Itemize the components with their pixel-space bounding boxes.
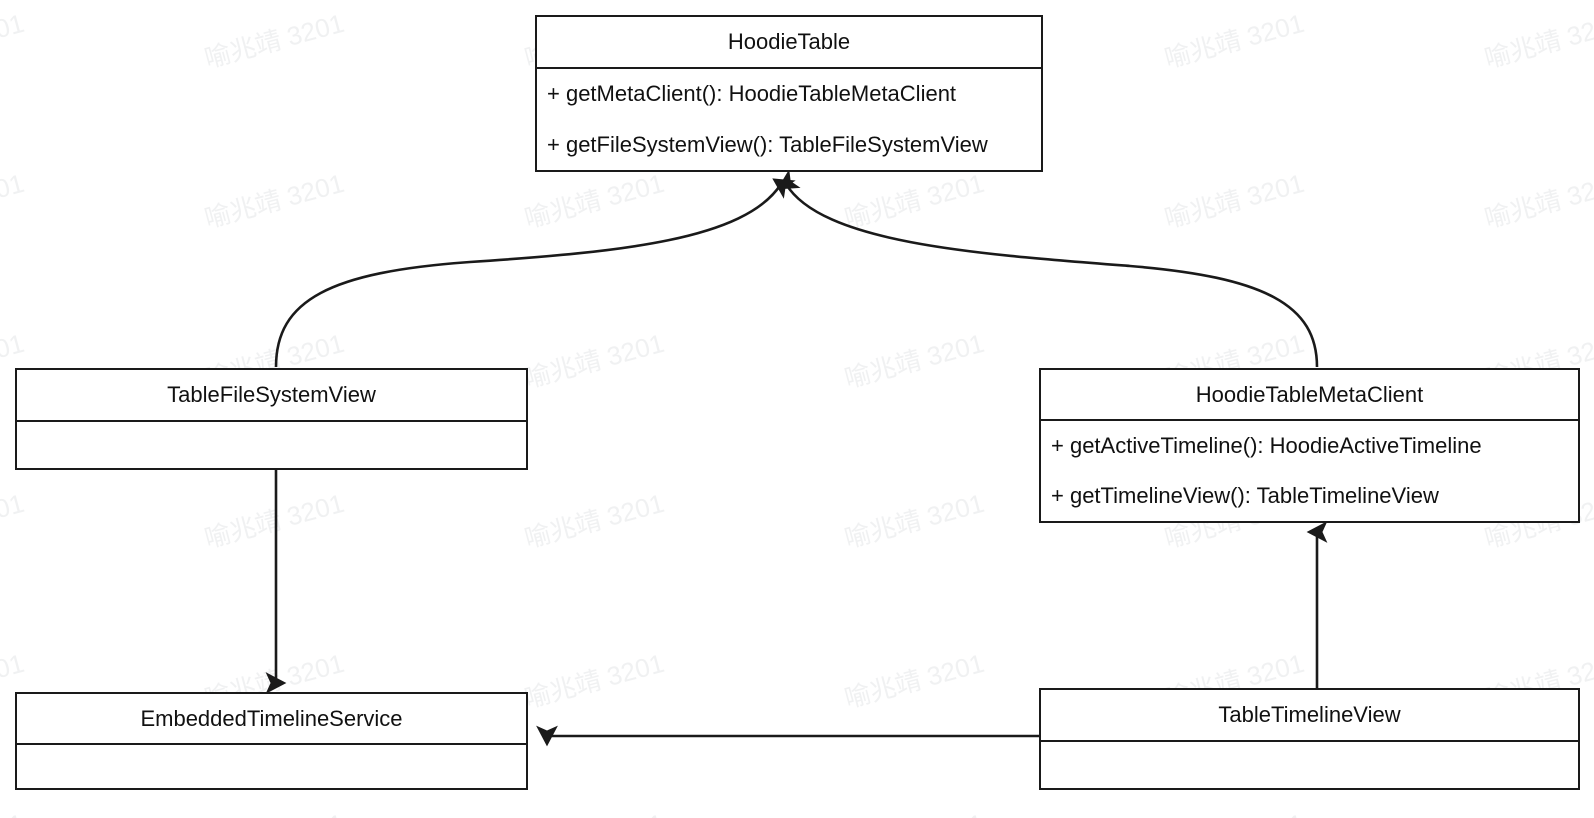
watermark-text: 喻兆靖 3201 [520, 803, 668, 818]
class-name-table-timeline-view: TableTimelineView [1041, 690, 1578, 742]
class-name-hoodie-table-meta-client: HoodieTableMetaClient [1041, 370, 1578, 421]
watermark-text: 喻兆靖 3201 [200, 803, 348, 818]
watermark-text: 喻兆靖 3201 [521, 167, 668, 234]
class-members-hoodie-table: + getMetaClient(): HoodieTableMetaClient… [537, 69, 1041, 170]
watermark-text: 喻兆靖 3201 [1480, 803, 1594, 818]
watermark-text: 喻兆靖 3201 [1161, 167, 1308, 234]
edge-hoodietablemetaclient-to-hoodietable [777, 169, 1319, 368]
watermark-text: 喻兆靖 3201 [1481, 7, 1594, 74]
class-name-embedded-timeline-service: EmbeddedTimelineService [17, 694, 526, 745]
class-box-hoodie-table[interactable]: HoodieTable+ getMetaClient(): HoodieTabl… [535, 15, 1043, 172]
class-name-hoodie-table: HoodieTable [537, 17, 1041, 69]
class-name-table-file-system-view: TableFileSystemView [17, 370, 526, 422]
class-member: + getTimelineView(): TableTimelineView [1051, 483, 1439, 508]
class-members-embedded-timeline-service [17, 745, 526, 788]
class-members-table-timeline-view [1041, 742, 1578, 788]
watermark-text: 喻兆靖 3201 [1161, 7, 1308, 74]
class-member: + getActiveTimeline(): HoodieActiveTimel… [1051, 433, 1482, 458]
class-box-hoodie-table-meta-client[interactable]: HoodieTableMetaClient + getActiveTimeline… [1039, 368, 1580, 523]
class-member: + getMetaClient(): HoodieTableMetaClient [547, 81, 957, 107]
watermark-text: 喻兆靖 3201 [521, 487, 668, 554]
class-member: + getFileSystemView(): TableFileSystemVi… [547, 131, 988, 157]
class-members-hoodie-table-meta-client: + getActiveTimeline(): HoodieActiveTimel… [1041, 421, 1578, 521]
watermark-text: 喻兆靖 3201 [0, 487, 28, 554]
class-box-table-file-system-view[interactable]: TableFileSystemView [15, 368, 528, 470]
watermark-text: 喻兆靖 3201 [521, 647, 668, 714]
watermark-text: 喻兆靖 3201 [1481, 167, 1594, 234]
watermark-text: 喻兆靖 3201 [201, 487, 348, 554]
watermark-text: 喻兆靖 3201 [0, 803, 28, 818]
watermark-text: 喻兆靖 3201 [840, 803, 988, 818]
watermark-text: 喻兆靖 3201 [201, 167, 348, 234]
watermark-text: 喻兆靖 3201 [1160, 803, 1308, 818]
class-box-embedded-timeline-service[interactable]: EmbeddedTimelineService [15, 692, 528, 790]
watermark-text: 喻兆靖 3201 [521, 327, 668, 394]
class-members-table-file-system-view [17, 422, 526, 468]
watermark-text: 喻兆靖 3201 [0, 167, 28, 234]
watermark-text: 喻兆靖 3201 [201, 7, 348, 74]
watermark-text: 喻兆靖 3201 [0, 7, 28, 74]
watermark-text: 喻兆靖 3201 [841, 647, 988, 714]
watermark-text: 喻兆靖 3201 [841, 167, 988, 234]
watermark-text: 喻兆靖 3201 [841, 487, 988, 554]
edge-tablefilesystemview-to-hoodietable [274, 178, 796, 368]
class-box-table-timeline-view[interactable]: TableTimelineView [1039, 688, 1580, 790]
watermark-text: 喻兆靖 3201 [841, 327, 988, 394]
